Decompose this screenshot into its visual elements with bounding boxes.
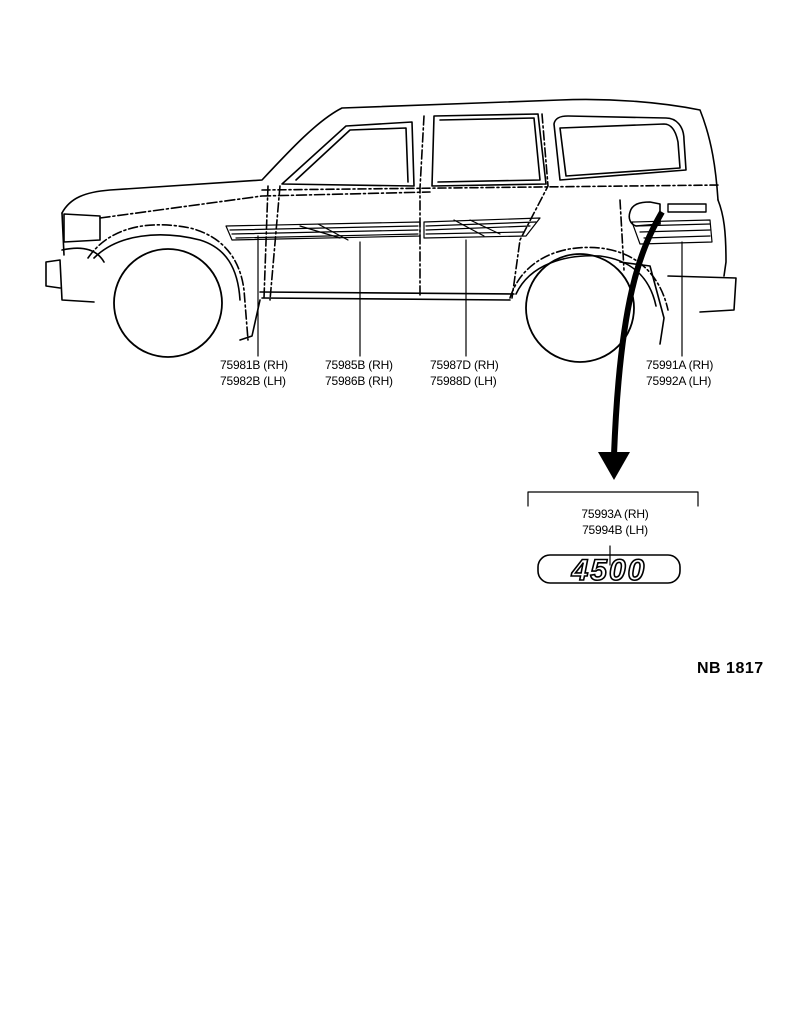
part-number-lh: 75994B (LH): [582, 523, 648, 537]
part-number-rh: 75991A (RH): [646, 358, 714, 372]
part-number-rh: 75981B (RH): [220, 358, 288, 372]
emblem-text: 4500: [571, 554, 647, 587]
side-stripes: [225, 203, 713, 245]
part-number-lh: 75982B (LH): [220, 374, 286, 388]
callout-quarter: 75991A (RH) 75992A (LH): [646, 357, 713, 389]
part-number-lh: 75992A (LH): [646, 374, 712, 388]
rear-wheel: [525, 253, 635, 363]
part-number-rh: 75987D (RH): [430, 358, 499, 372]
door-seams: [263, 113, 625, 301]
callout-rear-door: 75987D (RH) 75988D (LH): [430, 357, 499, 389]
wheel-arches: [87, 224, 669, 341]
leader-lines: [257, 235, 683, 566]
pointer-arrow: [598, 210, 665, 480]
part-number-lh: 75986B (RH): [325, 374, 393, 388]
vehicle-body: [45, 98, 737, 345]
callout-front-door: 75985B (RH) 75986B (RH): [325, 357, 393, 389]
wheels: [113, 248, 635, 363]
front-wheel: [113, 248, 223, 358]
part-number-rh: 75985B (RH): [325, 358, 393, 372]
callout-emblem: 75993A (RH) 75994B (LH): [560, 506, 670, 538]
window-glass: [281, 113, 687, 187]
drawing-code: NB 1817: [697, 660, 764, 677]
part-number-rh: 75993A (RH): [581, 507, 649, 521]
emblem-badge: 4500: [537, 553, 681, 588]
callout-rear-door-lower: 75981B (RH) 75982B (LH): [220, 357, 288, 389]
emblem-bracket: [527, 491, 699, 507]
part-number-lh: 75988D (LH): [430, 374, 497, 388]
